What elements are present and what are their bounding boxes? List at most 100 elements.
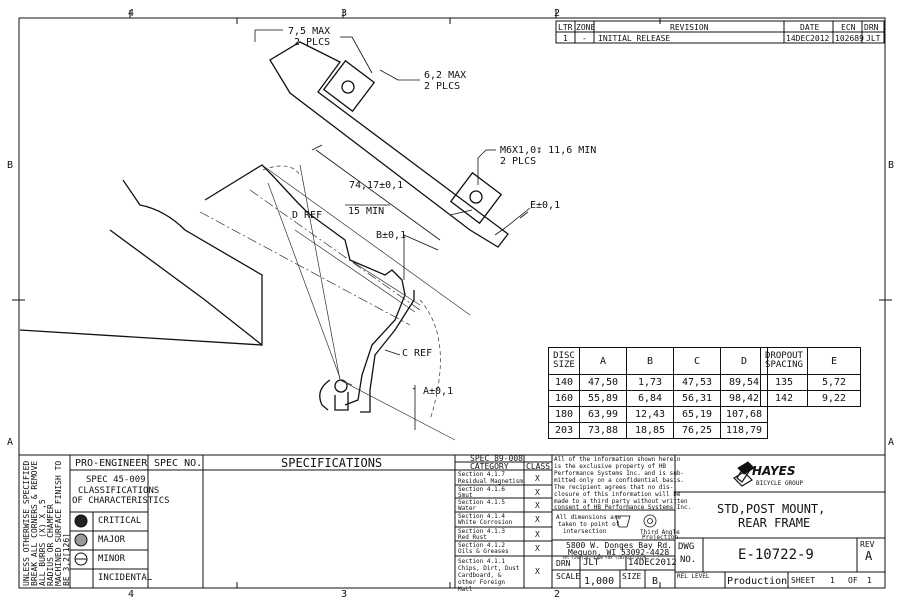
dims-note-line: All dimensions are: [556, 514, 622, 521]
table-cell: 18,85: [626, 422, 674, 439]
section-4-1-3: Section 4.1.3: [458, 528, 505, 535]
third-angle-projection-icon: [615, 514, 657, 528]
dim-e-tol: E±0,1: [530, 200, 561, 211]
table-row: 140 47,50 1,73 47,53 89,54: [548, 374, 768, 391]
revision-table-lines: [555, 20, 885, 44]
rev-header-date: DATE: [800, 23, 820, 32]
disc-table-header-row: DISC SIZE A B C D: [548, 347, 768, 375]
proprietary-line: consent of HB Performance Systems Inc.: [554, 504, 692, 511]
proprietary-line: closure of this information will be: [554, 491, 681, 498]
section-desc: Chips, Dirt, Dust Cardboard, & other For…: [458, 565, 520, 593]
table-cell: 180: [548, 406, 580, 423]
disc-size-table: DISC SIZE A B C D 140 47,50 1,73 47,53 8…: [548, 347, 768, 439]
dwg-no-label: NO.: [680, 555, 697, 565]
class-incidental: INCIDENTAL: [98, 573, 153, 583]
rev-ltr: 1: [563, 34, 568, 43]
hayes-logo-icon: [733, 461, 755, 487]
table-cell: 56,31: [673, 390, 721, 407]
drn-label: DRN: [556, 559, 571, 568]
size-label: SIZE: [622, 572, 642, 581]
zone-left-B: B: [7, 160, 14, 171]
table-cell: 1,73: [626, 374, 674, 391]
zone-bottom-3: 3: [341, 589, 348, 600]
dropout-spacing-table: DROPOUT SPACING E 135 5,72 142 9,22: [760, 347, 861, 407]
zone-left-A: A: [7, 437, 14, 448]
dim-6-2-max: 6,2 MAX: [424, 70, 467, 81]
dropout-table-header-row: DROPOUT SPACING E: [760, 347, 861, 375]
scale-label: SCALE: [556, 572, 581, 581]
title-block-lines: [18, 454, 886, 589]
address-line: Mequon, WI 53092-4428: [568, 548, 670, 557]
dim-b-tol: B±0,1: [376, 230, 407, 241]
section-mark: X: [535, 488, 540, 497]
section-desc: Oils & Greases: [458, 548, 509, 555]
disc-table-header: DISC SIZE: [548, 347, 580, 375]
logo-subtext: BICYCLE GROUP: [756, 480, 803, 487]
table-cell: 203: [548, 422, 580, 439]
rev-header-revision: REVISION: [670, 23, 709, 32]
rev-header-drn: DRN: [864, 23, 879, 32]
section-desc: White Corrosion: [458, 519, 513, 526]
dims-note-line: intersection: [563, 528, 607, 535]
dim-thread: M6X1,0↧ 11,6 MIN: [500, 145, 597, 156]
section-mark: X: [535, 501, 540, 510]
drawing-number: E-10722-9: [738, 547, 814, 563]
spec-45-label: SPEC 45-009: [86, 475, 146, 485]
disc-table-header: C: [673, 347, 721, 375]
table-cell: 142: [760, 390, 808, 407]
table-cell: 118,79: [720, 422, 768, 439]
classifications-label: CLASSIFICATIONS: [78, 486, 160, 496]
table-cell: 140: [548, 374, 580, 391]
scale-value: 1,000: [584, 576, 615, 587]
table-row: 135 5,72: [760, 374, 861, 391]
address-line: 5800 W. Donges Bay Rd.: [566, 541, 672, 550]
section-4-1-6: Section 4.1.6: [458, 486, 505, 493]
dim-74-17: 74,17±0,1: [349, 180, 404, 191]
dropout-table-header: E: [807, 347, 861, 375]
table-cell: 160: [548, 390, 580, 407]
rear-frame-outline: [19, 164, 415, 413]
class-label: CLASS: [526, 462, 551, 471]
section-4-1-2: Section 4.1.2: [458, 542, 505, 549]
rev-label: REV: [860, 540, 875, 549]
projection-label: Third Angle: [640, 529, 680, 536]
of-characteristics-label: OF CHARACTERISTICS: [72, 496, 170, 506]
section-mark: X: [535, 515, 540, 524]
table-row: 160 55,89 6,84 56,31 98,42: [548, 390, 768, 407]
table-row: 203 73,88 18,85 76,25 118,79: [548, 422, 768, 439]
section-4-1-1: Section 4.1.1: [458, 558, 505, 565]
disc-table-header: B: [626, 347, 674, 375]
section-mark: X: [535, 544, 540, 553]
rev-value: A: [865, 549, 873, 563]
table-cell: 63,99: [579, 406, 627, 423]
dim-15-min: 15 MIN: [348, 206, 385, 217]
disc-table-header: A: [579, 347, 627, 375]
drawn-date: 14DEC2012: [628, 558, 677, 568]
table-cell: 55,89: [579, 390, 627, 407]
spec-no-label: SPEC NO.: [154, 458, 203, 469]
proprietary-line: The recipient agrees that no dis-: [554, 484, 674, 491]
table-cell: 6,84: [626, 390, 674, 407]
rev-drn: JLT: [866, 34, 881, 43]
drn-value: JLT: [583, 558, 600, 568]
table-row: 180 63,99 12,43 65,19 107,68: [548, 406, 768, 423]
section-mark: X: [535, 474, 540, 483]
rel-level-value: Production: [727, 576, 788, 587]
table-cell: 9,22: [807, 390, 861, 407]
rev-description: INITIAL RELEASE: [598, 34, 671, 43]
class-minor: MINOR: [98, 554, 126, 564]
phone-line: Tel (262)242-4300 Fax (262)242-4329: [562, 555, 647, 560]
rev-header-zone: ZONE: [576, 23, 596, 32]
class-symbols: [74, 514, 88, 566]
rev-header-ltr: LTR: [558, 23, 573, 32]
reference-lines: [199, 164, 471, 441]
dims-note-line: taken to point of: [558, 521, 620, 528]
section-mark: X: [535, 567, 540, 576]
table-cell: 47,53: [673, 374, 721, 391]
zone-right-A: A: [888, 437, 895, 448]
proprietary-line: is the exclusive property of HB: [554, 463, 666, 470]
zone-top-2: 2: [554, 8, 561, 19]
class-major: MAJOR: [98, 535, 126, 545]
section-4-1-4: Section 4.1.4: [458, 513, 505, 520]
